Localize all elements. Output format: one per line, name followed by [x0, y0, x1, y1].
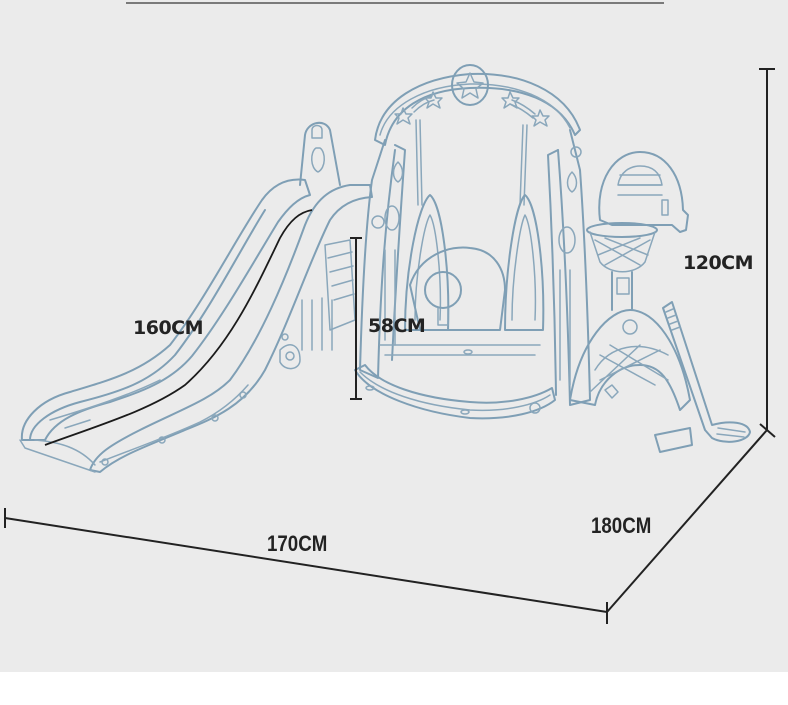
platform-height-label: 58CM: [368, 315, 426, 337]
bottom-white-strip: [0, 672, 788, 705]
basketball-goal-unit: [569, 151, 751, 453]
width-line: [4, 517, 608, 613]
dimension-lines: [4, 68, 776, 624]
slide-outline: [19, 178, 373, 473]
playset-drawing: [4, 2, 776, 624]
slide-length-label: 160CM: [133, 317, 204, 339]
swing-arch: [354, 64, 591, 420]
depth-label: 180CM: [591, 513, 652, 538]
diagram-canvas: 160CM 58CM 120CM 170CM 180CM: [0, 0, 788, 672]
slide-length-curve: [44, 209, 313, 446]
width-label: 170CM: [267, 531, 328, 556]
depth-line: [606, 429, 768, 613]
total-height-label: 120CM: [683, 252, 754, 274]
